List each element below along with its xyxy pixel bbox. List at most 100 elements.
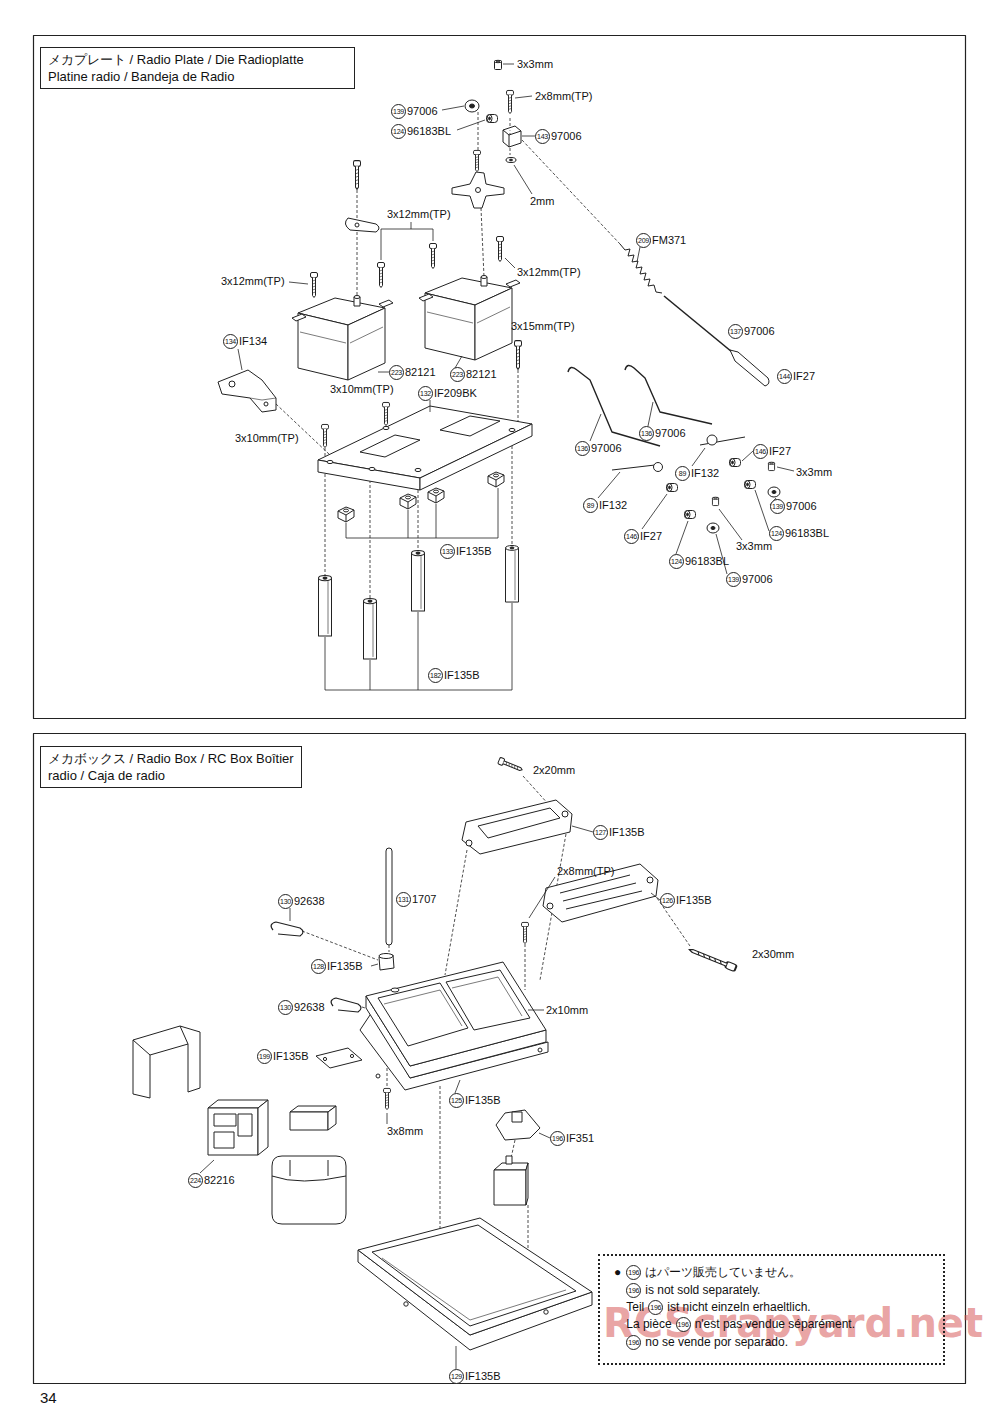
leader-line [440,1086,441,1228]
battery-pack [272,1156,346,1224]
leader-line [445,850,467,975]
leader-line [387,1113,388,1124]
callout-number: 137 [728,324,743,339]
servo-bracket [229,381,235,387]
callout-number: 124 [669,554,684,569]
servo [475,288,512,360]
small-parts [745,481,756,489]
leader-line [676,521,688,554]
leader-line [290,908,291,921]
part-number: 82121 [405,365,436,379]
receiver [258,1100,268,1155]
radio-plate [369,467,375,470]
callout-number: 224 [188,1173,203,1188]
crystal [328,1106,336,1130]
receiver-sleeve [133,1026,188,1055]
leader-line [692,448,705,466]
rod-and-spring [664,296,732,352]
screw-size: 3x3mm [736,539,772,553]
radio-box-lid [562,811,568,817]
part-number: 97006 [742,572,773,586]
servo [300,327,383,343]
leader-line [456,1346,457,1369]
leader-line [389,945,390,952]
leader-line [457,120,485,130]
servo-mount [488,472,504,487]
callout-number: 130 [278,894,293,909]
servo [419,280,520,301]
small-parts [654,435,781,533]
screw-size: 2x10mm [546,1003,588,1017]
radio-plate [318,460,420,490]
screw [688,946,737,971]
receiver-sleeve [133,1026,200,1098]
note-text: はパーツ販売していません。 [645,1265,801,1279]
screw-size: 2x8mm(TP) [557,864,614,878]
post [506,545,519,602]
leader-line [357,190,358,218]
part-number: IF135B [273,1049,308,1063]
part-number: 1707 [412,892,436,906]
screw-size: 3x3mm [517,57,553,71]
heading-text: メカプレート / Radio Plate / Die Radioplatte P… [48,51,347,85]
servo-tape [316,1048,362,1068]
screw-size: 2x8mm(TP) [535,89,592,103]
servo [419,276,520,361]
part-number: 97006 [551,129,582,143]
servo-bracket [218,370,276,412]
callout-number: 130 [278,1000,293,1015]
section-frame [34,734,966,1384]
clip [271,922,303,936]
servo-mount [428,488,444,503]
radio-plate [318,406,532,490]
antenna-tube [379,954,393,959]
screw-size: 3x15mm(TP) [511,319,575,333]
part-number: 92638 [294,894,325,908]
part-number: IF135B [465,1093,500,1107]
clip [331,998,361,1012]
leader-line [370,480,371,598]
switch [526,1163,528,1205]
callout-number: 126 [660,893,675,908]
radio-plate [327,460,333,463]
callout-number: 139 [391,104,406,119]
part-number: IF132 [691,466,719,480]
servo [481,276,487,279]
radio-box-lid [478,808,560,838]
radio-box-lid [462,800,572,854]
radio-plate [360,416,500,457]
leader-line [651,893,660,900]
ball-link-parts [509,159,512,161]
part-number: IF135B [676,893,711,907]
crystal [290,1112,328,1130]
screw-size: 3x10mm(TP) [330,382,394,396]
radio-box [391,988,399,992]
note-line: ●196はパーツ販売していません。 [614,1264,933,1281]
leader-line [381,222,433,260]
switch [494,1170,526,1205]
screw-size: 3x12mm(TP) [221,274,285,288]
ball-link-parts [503,126,521,147]
receiver-sleeve [133,1026,200,1098]
servo [348,308,385,380]
callout-number: 196 [626,1265,641,1280]
radio-box-lid [466,840,472,846]
screw [498,757,524,773]
part-number: FM371 [652,233,686,247]
callout-number: 182 [428,668,443,683]
leader-line [430,400,431,412]
note-line: 196is not sold separately. [614,1281,933,1298]
callout-number: 125 [449,1093,464,1108]
leader-line [522,140,620,244]
callout-number: 223 [389,365,404,380]
radio-box [378,970,530,1046]
part-number: 82121 [466,367,497,381]
servo-tape [350,1054,353,1057]
screw [430,244,437,269]
part-number: IF351 [566,1131,594,1145]
screw-size: 2mm [530,194,554,208]
leader-line [590,414,601,441]
